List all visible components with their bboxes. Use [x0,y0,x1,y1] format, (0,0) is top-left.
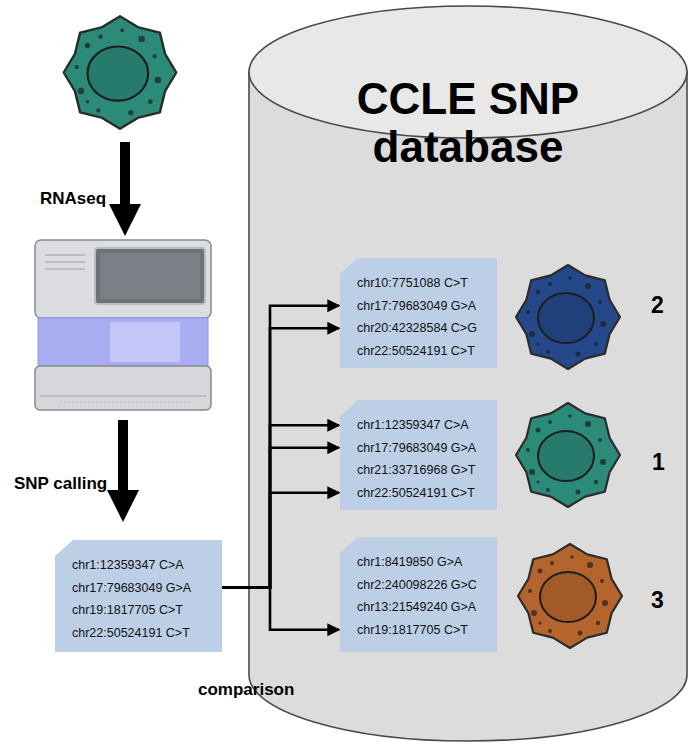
snp-entry: chr22:50524191 C>T [357,340,497,363]
snp-entry: chr22:50524191 C>T [72,622,222,645]
step-label: comparison [198,680,294,700]
callout-number: 1 [652,449,665,476]
snp-calling-arrow [107,420,139,522]
step-label: SNP calling [14,474,107,494]
snp-entry: chr1:12359347 C>A [357,414,497,437]
snp-list-box: chr1:12359347 C>Achr17:79683049 G>Achr19… [55,540,222,652]
snp-list-box: chr1:12359347 C>Achr17:79683049 G>Achr21… [340,400,497,510]
database-title: CCLE SNP database [338,75,598,171]
snp-entry: chr17:79683049 G>A [357,295,497,318]
snp-entry: chr20:42328584 C>G [357,317,497,340]
snp-entry: chr21:33716968 G>T [357,459,497,482]
sequencer-machine [35,240,211,410]
snp-entry: chr1:12359347 C>A [72,554,222,577]
snp-entry: chr19:1817705 C>T [72,599,222,622]
snp-entry: chr17:79683049 G>A [357,437,497,460]
query-cell [64,16,177,129]
callout-number: 2 [651,292,664,319]
callout-number: 3 [651,587,664,614]
snp-entry: chr22:50524191 C>T [357,482,497,505]
snp-entry: chr2:240098226 G>C [357,574,497,597]
snp-entry: chr1:8419850 G>A [357,551,497,574]
rnaseq-arrow [109,142,141,236]
snp-entry: chr17:79683049 G>A [72,577,222,600]
step-label: RNAseq [40,189,106,209]
snp-entry: chr10:7751088 C>T [357,272,497,295]
snp-entry: chr19:1817705 C>T [357,619,497,642]
snp-entry: chr13:21549240 G>A [357,596,497,619]
snp-list-box: chr1:8419850 G>Achr2:240098226 G>Cchr13:… [340,537,497,652]
database-cylinder: CCLE SNP databasechr10:7751088 C>Tchr17:… [248,5,688,742]
snp-list-box: chr10:7751088 C>Tchr17:79683049 G>Achr20… [340,258,497,368]
